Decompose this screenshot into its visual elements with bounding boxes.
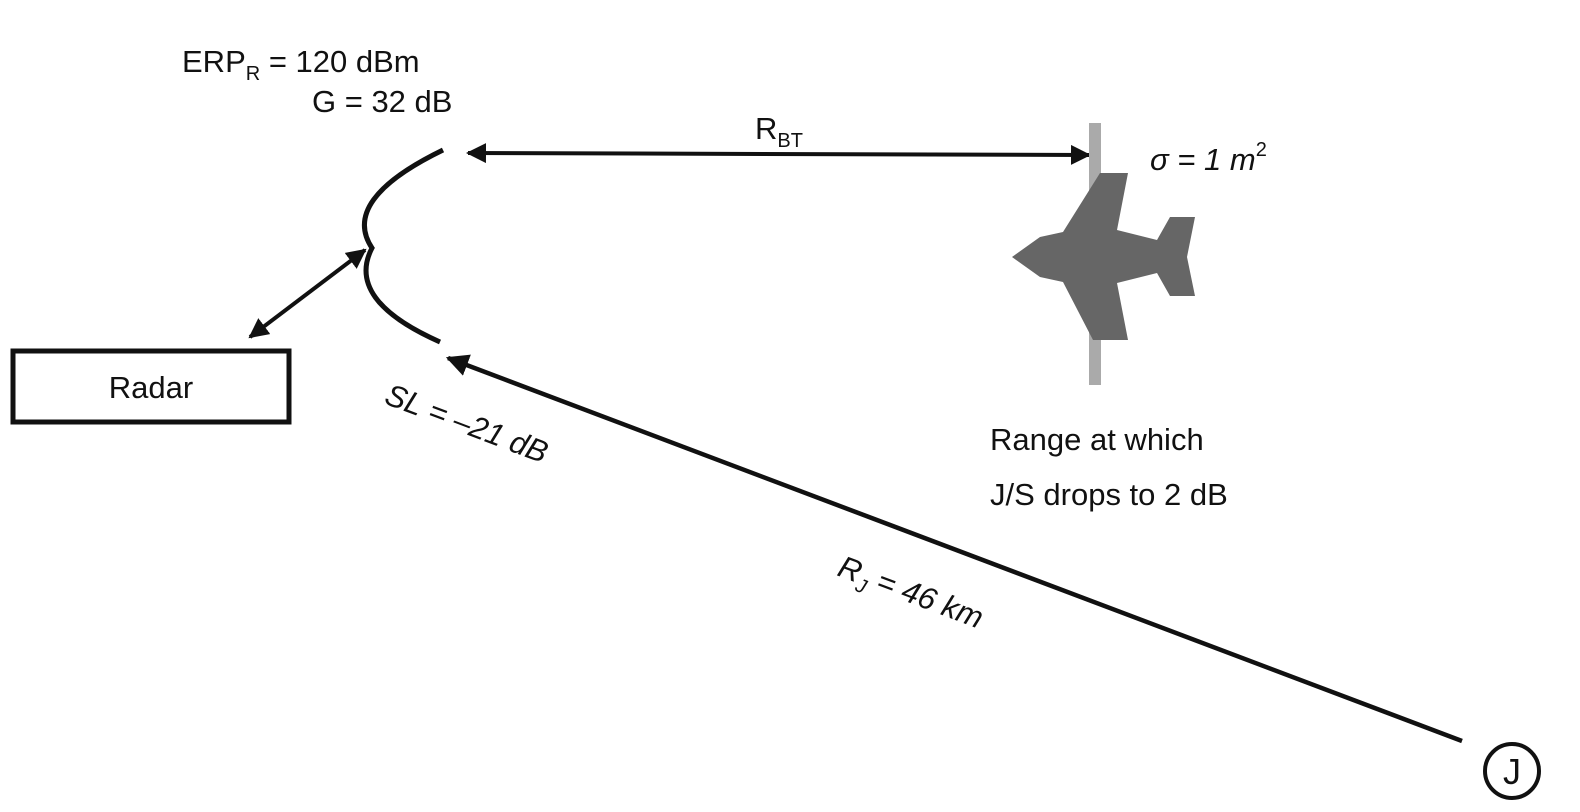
- antenna-dish: [361, 147, 445, 345]
- radar-antenna-arrow: [248, 248, 367, 339]
- aircraft-icon: [1012, 173, 1195, 340]
- rj-label: RJ = 46 km: [831, 549, 988, 641]
- range-note-line2: J/S drops to 2 dB: [990, 477, 1228, 512]
- jammer-label: J: [1503, 751, 1521, 792]
- rbt-arrow: [466, 143, 1091, 165]
- jammer-node: J: [1483, 742, 1541, 800]
- range-note-line1: Range at which: [990, 422, 1204, 457]
- sidelobe-label: SL = –21 dB: [381, 377, 553, 470]
- gain-label: G = 32 dB: [312, 84, 452, 119]
- jammer-arrow: [445, 354, 1463, 744]
- radar-label: Radar: [109, 370, 193, 405]
- rcs-label: σ = 1 m2: [1150, 139, 1267, 177]
- erp-label: ERPR = 120 dBm: [182, 44, 420, 85]
- rbt-label: RBT: [755, 111, 803, 152]
- radar-box: Radar: [10, 348, 292, 425]
